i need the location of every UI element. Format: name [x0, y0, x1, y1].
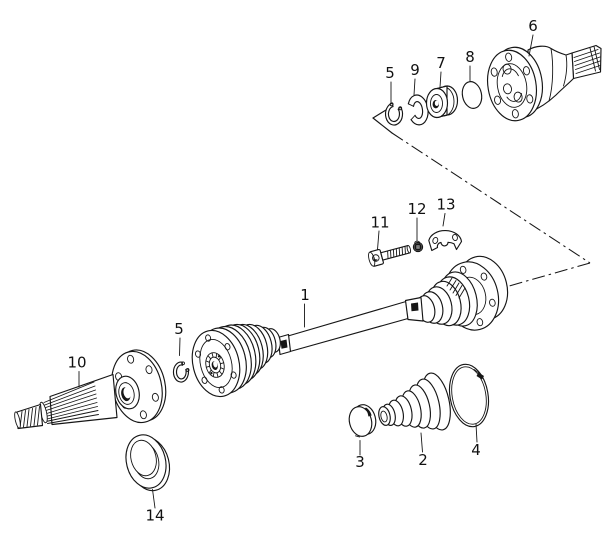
part-label-3: 3: [355, 453, 365, 471]
part-12-lock-washer-drawing: [412, 240, 424, 253]
part-label-13: 13: [436, 196, 455, 214]
part-3-cap-drawing: [348, 404, 377, 438]
part-label-6: 6: [528, 17, 538, 35]
part-label-11: 11: [370, 214, 389, 232]
part-1-hatching: [446, 277, 466, 299]
part-5-lower-circlip-drawing: [172, 361, 190, 383]
part-label-4: 4: [471, 441, 481, 459]
part-label-9: 9: [410, 61, 420, 79]
leader-lines: [78, 34, 534, 509]
part-6-flange-holes: [490, 52, 534, 119]
part-label-8: 8: [465, 48, 475, 66]
part-label-12: 12: [407, 200, 426, 218]
part-8-o-ring-drawing: [461, 81, 483, 109]
part-11-bolt-drawing: [368, 244, 412, 267]
part-label-10: 10: [67, 354, 86, 372]
part-1-left-flange-holes: [194, 334, 237, 394]
part-10-stub-axle-drawing: [14, 349, 167, 430]
part-4-clamp-ring-drawing: [448, 363, 490, 428]
part-7-cap-drawing: [425, 85, 459, 119]
part-label-7: 7: [436, 54, 446, 72]
part-label-1: 1: [300, 286, 310, 304]
part-6-cv-joint-drawing: [486, 44, 602, 122]
part-10-spline-lines: [42, 381, 99, 424]
assembly-centerline: [372, 109, 591, 289]
part-2-cv-boot-drawing: [378, 372, 451, 431]
part-1-drive-shaft-drawing: [191, 255, 509, 398]
part-label-2: 2: [418, 451, 428, 469]
part-1-hub-splines: [205, 352, 225, 378]
part-label-5-upper: 5: [385, 64, 395, 82]
part-labels: 6 5 9 7 8 11 12 13 1 5 10 14 3 2 4: [67, 17, 537, 525]
part-13-clamp-plate-drawing: [428, 229, 463, 252]
part-label-5-lower: 5: [174, 320, 184, 338]
part-label-14: 14: [145, 507, 164, 525]
part-14-seal-ring-drawing: [125, 434, 171, 492]
part-5-upper-circlip-drawing: [384, 102, 404, 126]
